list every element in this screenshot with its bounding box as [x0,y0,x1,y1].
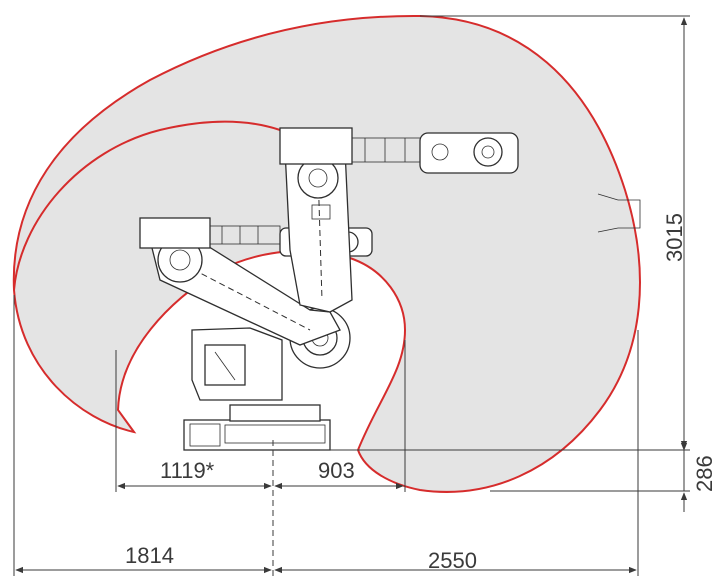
dimension-lines [13,15,690,576]
robot-arm-drawing [139,127,641,451]
dim-label-1119: 1119* [160,458,215,483]
upper-arm-retracted [139,217,211,249]
upper-arm-upright [279,127,353,165]
dim-label-2550: 2550 [428,548,477,573]
dim-label-286: 286 [692,455,717,492]
robot-base [183,419,331,451]
dim-label-903: 903 [318,458,355,483]
dim-label-1814: 1814 [125,543,174,568]
dim-label-3015: 3015 [662,213,687,262]
envelope-inner-curve [13,120,281,291]
wrist [419,132,519,174]
